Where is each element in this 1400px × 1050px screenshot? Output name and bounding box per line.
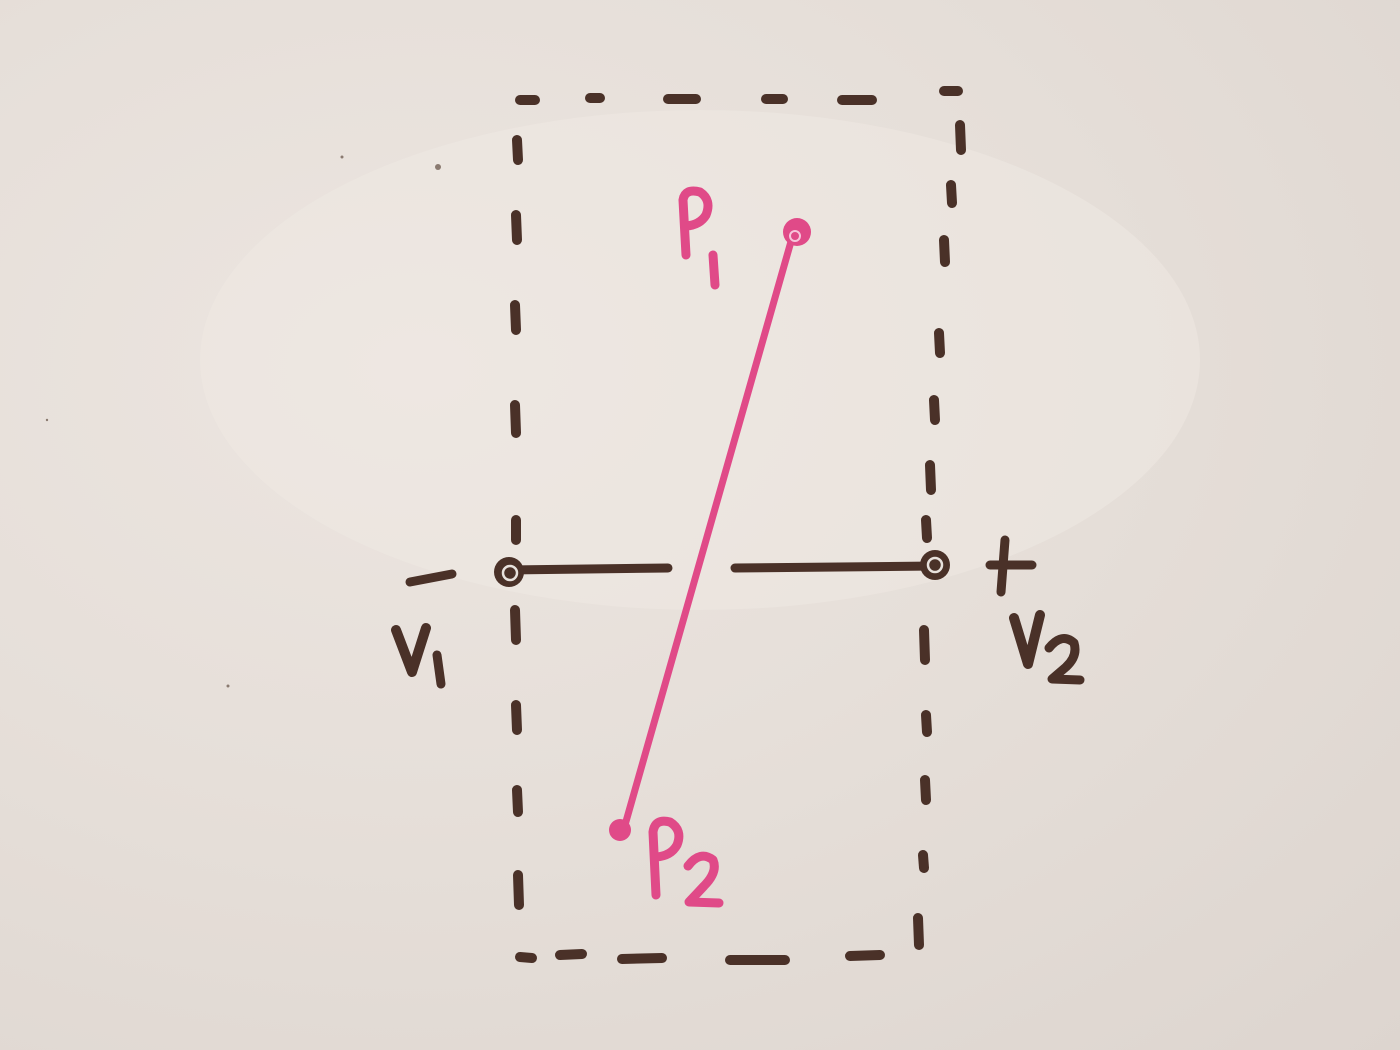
point-p2 [609, 819, 631, 841]
minus-sign: − [0, 0, 457, 587]
board-specks [45, 155, 441, 688]
plus-sign [985, 535, 1037, 597]
wire-right [730, 561, 940, 573]
pink-line-p1-p2 [609, 218, 811, 841]
terminal-v1 [494, 557, 524, 587]
label-v1 [391, 623, 446, 689]
minus-sign-text: − [0, 0, 1, 1]
board-glare [200, 110, 1200, 610]
wire-left [503, 563, 673, 575]
label-p2 [648, 816, 724, 908]
terminal-v2 [920, 550, 950, 580]
label-p1 [678, 186, 720, 290]
dashed-box [510, 86, 966, 965]
label-v2 [1009, 610, 1085, 685]
